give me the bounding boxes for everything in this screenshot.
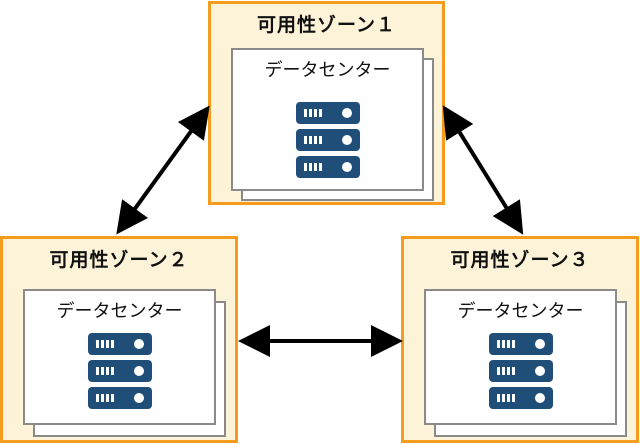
server-rack-icon <box>489 333 553 414</box>
zone-3-datacenter: データセンター <box>424 289 617 425</box>
zone-3: 可用性ゾーン３ データセンター <box>401 236 639 443</box>
arrow-zone1-zone3 <box>442 105 524 235</box>
zone-3-title: 可用性ゾーン３ <box>450 249 590 271</box>
server-rack-icon <box>88 333 152 414</box>
server-rack-icon <box>296 102 360 183</box>
zone-3-datacenter-label: データセンター <box>457 301 584 322</box>
zone-2-datacenter-label: データセンター <box>56 301 183 322</box>
zone-1-datacenter: データセンター <box>231 48 424 191</box>
zone-1-datacenter-label: データセンター <box>264 60 391 81</box>
zone-2-title: 可用性ゾーン２ <box>49 249 189 271</box>
zone-2: 可用性ゾーン２ データセンター <box>0 236 238 443</box>
zone-2-datacenter: データセンター <box>23 289 216 425</box>
arrow-zone1-zone2 <box>116 105 210 235</box>
zone-1-title: 可用性ゾーン１ <box>256 14 397 36</box>
zone-1: 可用性ゾーン１ データセンター <box>208 1 445 205</box>
